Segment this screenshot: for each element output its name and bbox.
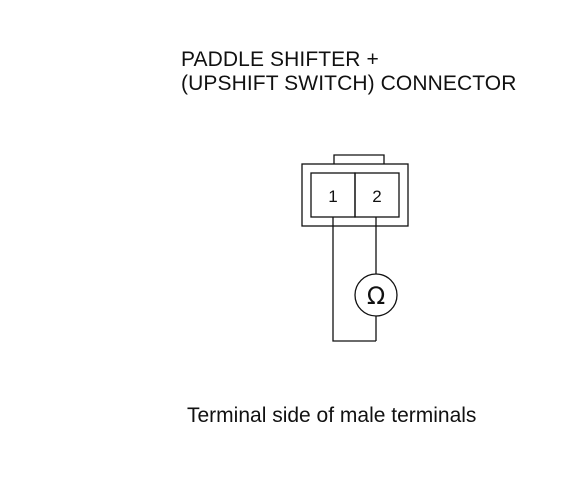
connector-title-line-1: PADDLE SHIFTER + [181, 48, 379, 71]
test-lead-terminal-1 [332, 217, 376, 342]
terminal-2-label: 2 [372, 187, 381, 206]
terminal-2-cavity [354, 172, 400, 218]
ohmmeter-circle [354, 273, 398, 317]
ohmmeter-icon: Ω [367, 282, 385, 310]
connector-title-line-2: (UPSHIFT SWITCH) CONNECTOR [181, 72, 517, 95]
terminal-1-label: 1 [328, 187, 337, 206]
connector-lock-tab [333, 154, 385, 164]
connector-housing [301, 163, 409, 227]
terminal-side-caption: Terminal side of male terminals [187, 404, 477, 427]
connector-title: PADDLE SHIFTER + (UPSHIFT SWITCH) CONNEC… [181, 48, 516, 96]
